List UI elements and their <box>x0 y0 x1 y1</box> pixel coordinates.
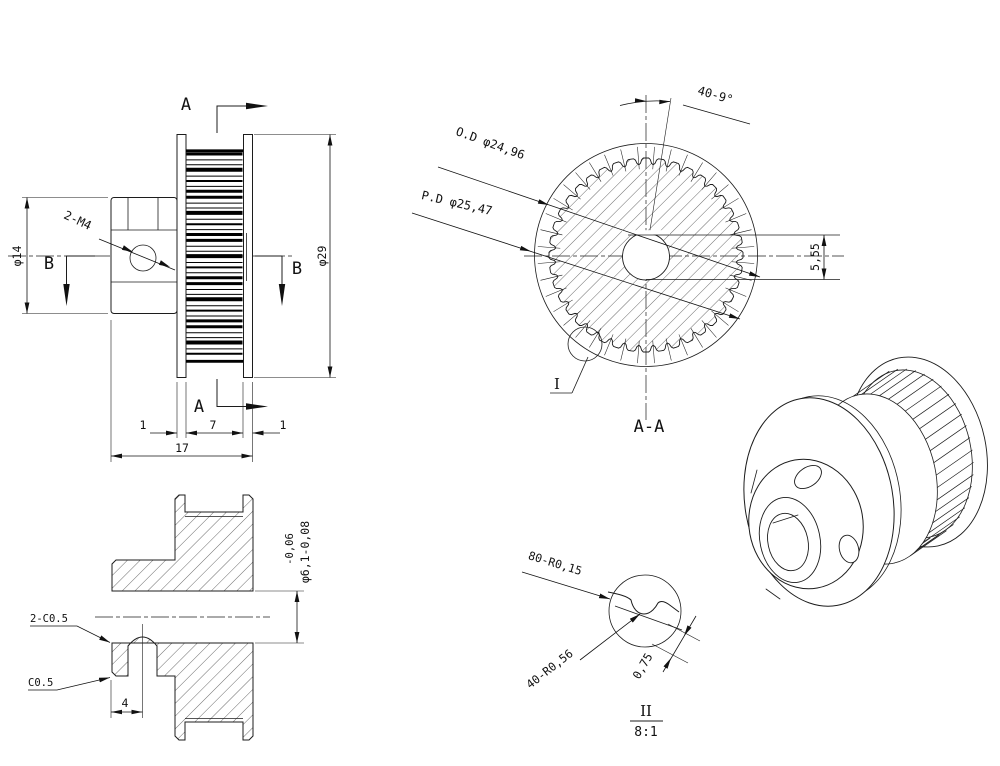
section-a-arrow-bottom-line <box>216 379 246 407</box>
pd-callout-line <box>411 212 741 320</box>
total-width-label: 17 <box>175 441 189 455</box>
section-a-arrow-top-line <box>216 105 246 133</box>
groove-radius-leader <box>579 613 641 661</box>
section-b-label-left: B <box>44 254 54 274</box>
flange-circle <box>534 143 758 367</box>
bore-flat-mask <box>622 230 670 235</box>
angle-leader <box>682 104 751 125</box>
bore-tol-upper-label: -0,06 <box>284 533 296 565</box>
section-upper-body <box>111 494 254 592</box>
tooth-tick-marks <box>537 146 755 364</box>
root-circle-line <box>614 605 683 631</box>
chamfer-single-leader <box>28 677 111 691</box>
pd-arrow <box>519 245 531 252</box>
chamfer-double-label: 2-C0.5 <box>30 613 68 625</box>
od-arrow <box>537 199 549 205</box>
screw-offset-label: 4 <box>122 696 129 710</box>
outer-diameter-label: O.D φ24,96 <box>454 124 527 162</box>
section-b-label-right: B <box>292 259 302 279</box>
dim-arrow <box>111 709 122 715</box>
flange-width-left-label: 1 <box>140 418 147 432</box>
thread-leader-arrow <box>158 260 170 267</box>
tooth-width-label: 7 <box>210 418 217 432</box>
isometric-view <box>743 356 988 607</box>
bore-flat-edge <box>772 514 799 524</box>
detail-ii-view: 80-R0,15 40-R0,56 0,75 II 8:1 <box>521 548 701 740</box>
od-arrow <box>748 271 760 277</box>
tip-fillet-leader <box>521 571 611 600</box>
extension-line <box>651 643 689 664</box>
section-b-arrow-right-head <box>278 284 286 306</box>
pitch-diameter-label: P.D φ25,47 <box>420 188 494 218</box>
section-lower-body <box>111 636 254 741</box>
detail-title: II <box>640 702 652 720</box>
section-a-label-top: A <box>181 95 191 115</box>
flange-width-right-label: 1 <box>280 418 287 432</box>
hub-silhouette <box>750 469 758 494</box>
bore-circle <box>622 232 670 281</box>
set-screw-hole <box>129 244 157 272</box>
od-callout-line <box>437 166 761 278</box>
set-screw-hole-3d <box>794 464 822 490</box>
hub-silhouette <box>765 588 781 600</box>
hub-diameter-label: φ14 <box>10 246 24 267</box>
tooth-profile <box>607 591 680 615</box>
set-screw-hole-3d <box>838 534 860 564</box>
flange-diameter-label: φ29 <box>315 246 329 267</box>
section-a-arrow-bottom-head <box>246 403 268 410</box>
extension-line <box>667 623 701 642</box>
bore-diameter-label: φ6,1-0,08 <box>298 521 312 583</box>
thread-leader-arrow <box>121 245 133 252</box>
flange-left <box>176 134 187 378</box>
chamfer-double-leader <box>30 625 111 643</box>
cross-section-view: -0,06 φ6,1-0,08 2-C0.5 C0.5 4 <box>28 494 312 741</box>
pd-arrow <box>728 313 740 319</box>
dim-arrow <box>131 709 143 715</box>
bore-flat-label: 5,55 <box>808 243 822 271</box>
section-b-arrow-right-line <box>255 255 283 284</box>
tooth-angle-label: 40-9° <box>696 83 735 106</box>
angle-arrow <box>634 98 646 103</box>
tooth-depth-label: 0,75 <box>630 651 656 682</box>
section-b-arrow-left-line <box>66 255 95 284</box>
detail-leader <box>571 356 589 394</box>
section-a-arrow-top-head <box>246 102 268 110</box>
bore-hole <box>767 512 809 572</box>
dim-arrow <box>663 658 671 669</box>
section-title: A-A <box>634 417 665 437</box>
dim-arrow <box>684 625 692 636</box>
front-view: A A B B 2-M4 φ14 φ29 1 7 <box>8 95 336 462</box>
section-a-a-view: 40-9° O.D φ24,96 P.D φ25,47 5,55 I A-A <box>411 83 844 437</box>
detail-circle-label: I <box>554 375 560 393</box>
hub-outline <box>110 197 178 314</box>
thread-callout-label: 2-M4 <box>62 208 94 233</box>
flange-right <box>243 134 253 378</box>
tip-fillet-label: 80-R0,15 <box>527 548 584 578</box>
detail-circle <box>567 326 603 362</box>
detail-boundary-circle <box>608 574 682 648</box>
detail-scale-label: 8:1 <box>634 725 657 740</box>
section-b-arrow-left-head <box>63 284 70 306</box>
angle-arrow <box>659 99 670 105</box>
belt-teeth-stripes <box>186 152 243 355</box>
groove-radius-label: 40-R0,56 <box>523 646 575 691</box>
chamfer-single-label: C0.5 <box>28 677 53 689</box>
section-a-label-bottom: A <box>194 397 204 417</box>
